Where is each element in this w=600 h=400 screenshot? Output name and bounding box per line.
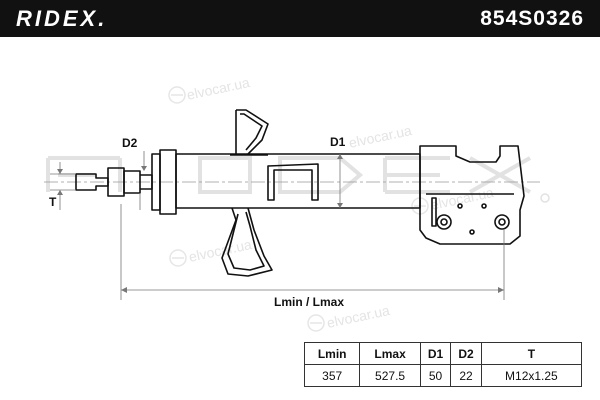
- svg-text:elvocar.ua: elvocar.ua: [185, 74, 251, 103]
- specs-header-d2: D2: [450, 342, 482, 365]
- specs-value-t: M12x1.25: [480, 364, 583, 387]
- specs-header-row: Lmin Lmax D1 D2 T: [303, 342, 583, 365]
- dimension-lines: [50, 151, 505, 300]
- specs-table: Lmin Lmax D1 D2 T 357 527.5 50 22 M12x1.…: [303, 342, 583, 387]
- specs-header-lmax: Lmax: [359, 342, 421, 365]
- header-bar: RIDEX. 854S0326: [0, 0, 600, 37]
- specs-value-row: 357 527.5 50 22 M12x1.25: [303, 364, 583, 387]
- specs-header-lmin: Lmin: [303, 342, 361, 365]
- d2-label: D2: [122, 136, 138, 150]
- svg-text:elvocar.ua: elvocar.ua: [187, 236, 253, 265]
- specs-value-d2: 22: [450, 364, 482, 387]
- shock-absorber-drawing: elvocar.ua elvocar.ua elvocar.ua elvocar…: [44, 74, 550, 332]
- specs-value-lmax: 527.5: [359, 364, 421, 387]
- length-label: Lmin / Lmax: [274, 295, 345, 309]
- specs-value-lmin: 357: [303, 364, 361, 387]
- brand-logo: RIDEX.: [16, 6, 108, 31]
- specs-header-d1: D1: [419, 342, 452, 365]
- specs-value-d1: 50: [419, 364, 452, 387]
- specs-header-t: T: [480, 342, 583, 365]
- svg-text:elvocar.ua: elvocar.ua: [429, 184, 495, 213]
- shock-body: [75, 109, 525, 277]
- watermark-domain: [168, 86, 429, 332]
- d1-label: D1: [330, 135, 346, 149]
- svg-text:elvocar.ua: elvocar.ua: [347, 122, 413, 151]
- part-number: 854S0326: [480, 7, 584, 30]
- t-label: T: [49, 195, 57, 209]
